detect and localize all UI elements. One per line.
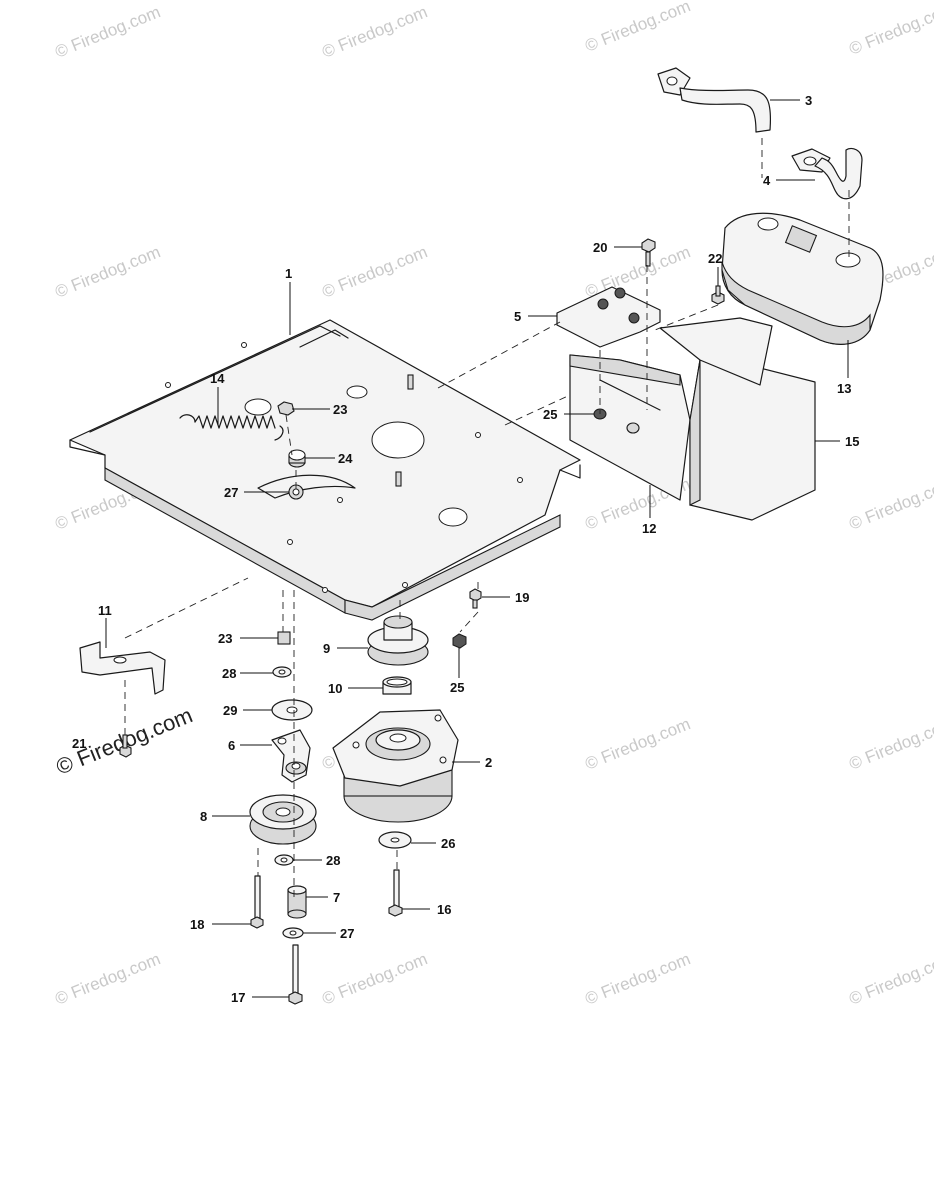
- watermark: © Firedog.com: [52, 2, 163, 61]
- watermark: © Firedog.com: [846, 714, 934, 773]
- frame-pin: [395, 471, 402, 487]
- watermark: © Firedog.com: [582, 714, 693, 773]
- part-23-nut-upper: [277, 401, 295, 416]
- part-24-bushing: [288, 449, 306, 468]
- callout-19: 19: [515, 590, 529, 605]
- callout-25-lower: 25: [450, 680, 464, 695]
- callout-15: 15: [845, 434, 859, 449]
- frame-hole: [517, 477, 523, 483]
- callout-3: 3: [805, 93, 812, 108]
- watermark: © Firedog.com: [582, 0, 693, 56]
- callout-23-upper: 23: [333, 402, 347, 417]
- frame-hole: [346, 385, 368, 399]
- part-9-pto-pulley: [367, 615, 429, 666]
- frame-hole: [438, 507, 468, 527]
- callout-11: 11: [98, 603, 112, 618]
- watermark: © Firedog.com: [319, 949, 430, 1008]
- callout-26: 26: [441, 836, 455, 851]
- watermark: © Firedog.com: [846, 474, 934, 533]
- part-2-electric-clutch: [332, 709, 459, 823]
- part-18-bolt: [250, 875, 264, 929]
- part-28-washer-upper: [272, 666, 292, 678]
- callout-6: 6: [228, 738, 235, 753]
- part-6-idler-arm: [271, 729, 311, 783]
- frame-hole: [337, 497, 343, 503]
- watermark: © Firedog.com: [846, 949, 934, 1008]
- part-16-bolt: [388, 869, 403, 917]
- callout-16: 16: [437, 902, 451, 917]
- callout-1: 1: [285, 266, 292, 281]
- part-7-spacer: [287, 885, 307, 919]
- callout-8: 8: [200, 809, 207, 824]
- part-10-bushing: [382, 676, 412, 695]
- frame-hole: [475, 432, 481, 438]
- part-26-washer: [378, 831, 412, 849]
- callout-21: 21: [72, 736, 86, 751]
- callout-25-upper: 25: [543, 407, 557, 422]
- frame-hole: [165, 382, 171, 388]
- part-28-washer-lower: [274, 854, 294, 866]
- part-25-nut-lower: [452, 633, 467, 649]
- callout-28-lower: 28: [326, 853, 340, 868]
- callout-18: 18: [190, 917, 204, 932]
- callout-12: 12: [642, 521, 656, 536]
- part-19-bolt: [469, 588, 482, 609]
- part-17-bolt: [288, 944, 303, 1005]
- frame-hole: [322, 587, 328, 593]
- part-21-bolt: [119, 734, 132, 758]
- frame-hole: [244, 398, 272, 416]
- callout-28-upper: 28: [222, 666, 236, 681]
- part-3-exhaust-pipe: [657, 67, 772, 133]
- part-4-exhaust-pipe: [791, 147, 863, 200]
- callout-17: 17: [231, 990, 245, 1005]
- callout-7: 7: [333, 890, 340, 905]
- watermark: © Firedog.com: [52, 242, 163, 301]
- callout-24: 24: [338, 451, 353, 466]
- watermark: © Firedog.com: [582, 949, 693, 1008]
- part-14-spring: [179, 414, 284, 441]
- frame-hole: [371, 421, 425, 459]
- callouts: 1 2 3 4 5 6 7 8 9 10 11 12 13 14 15 16 1: [72, 93, 859, 1005]
- part-20-bolt: [641, 238, 656, 267]
- part-1-frame-plate: [69, 319, 581, 621]
- watermark: © Firedog.com: [319, 242, 430, 301]
- callout-10: 10: [328, 681, 342, 696]
- watermark: © Firedog.com: [52, 949, 163, 1008]
- callout-27-lower: 27: [340, 926, 354, 941]
- part-8-idler-pulley: [249, 794, 317, 845]
- part-11-bracket: [79, 641, 166, 695]
- part-22-bolt: [711, 285, 725, 305]
- callout-27-upper: 27: [224, 485, 238, 500]
- callout-20: 20: [593, 240, 607, 255]
- callout-5: 5: [514, 309, 521, 324]
- callout-29: 29: [223, 703, 237, 718]
- part-23-nut-lower: [277, 631, 291, 645]
- callout-9: 9: [323, 641, 330, 656]
- frame-hole: [241, 342, 247, 348]
- callout-22: 22: [708, 251, 722, 266]
- callout-2: 2: [485, 755, 492, 770]
- part-29-washer: [271, 699, 313, 721]
- callout-4: 4: [763, 173, 771, 188]
- callout-23-lower: 23: [218, 631, 232, 646]
- frame-hole: [287, 539, 293, 545]
- part-15-muffler-shield: [659, 317, 816, 521]
- watermark: © Firedog.com: [846, 0, 934, 59]
- callout-13: 13: [837, 381, 851, 396]
- part-27-washer-lower: [282, 927, 304, 939]
- callout-14: 14: [210, 371, 225, 386]
- frame-hole: [402, 582, 408, 588]
- part-13-muffler: [721, 212, 884, 345]
- watermark: © Firedog.com: [319, 2, 430, 61]
- frame-pin: [407, 374, 414, 390]
- part-5-bracket: [556, 286, 661, 348]
- assembly-lines: [124, 138, 850, 900]
